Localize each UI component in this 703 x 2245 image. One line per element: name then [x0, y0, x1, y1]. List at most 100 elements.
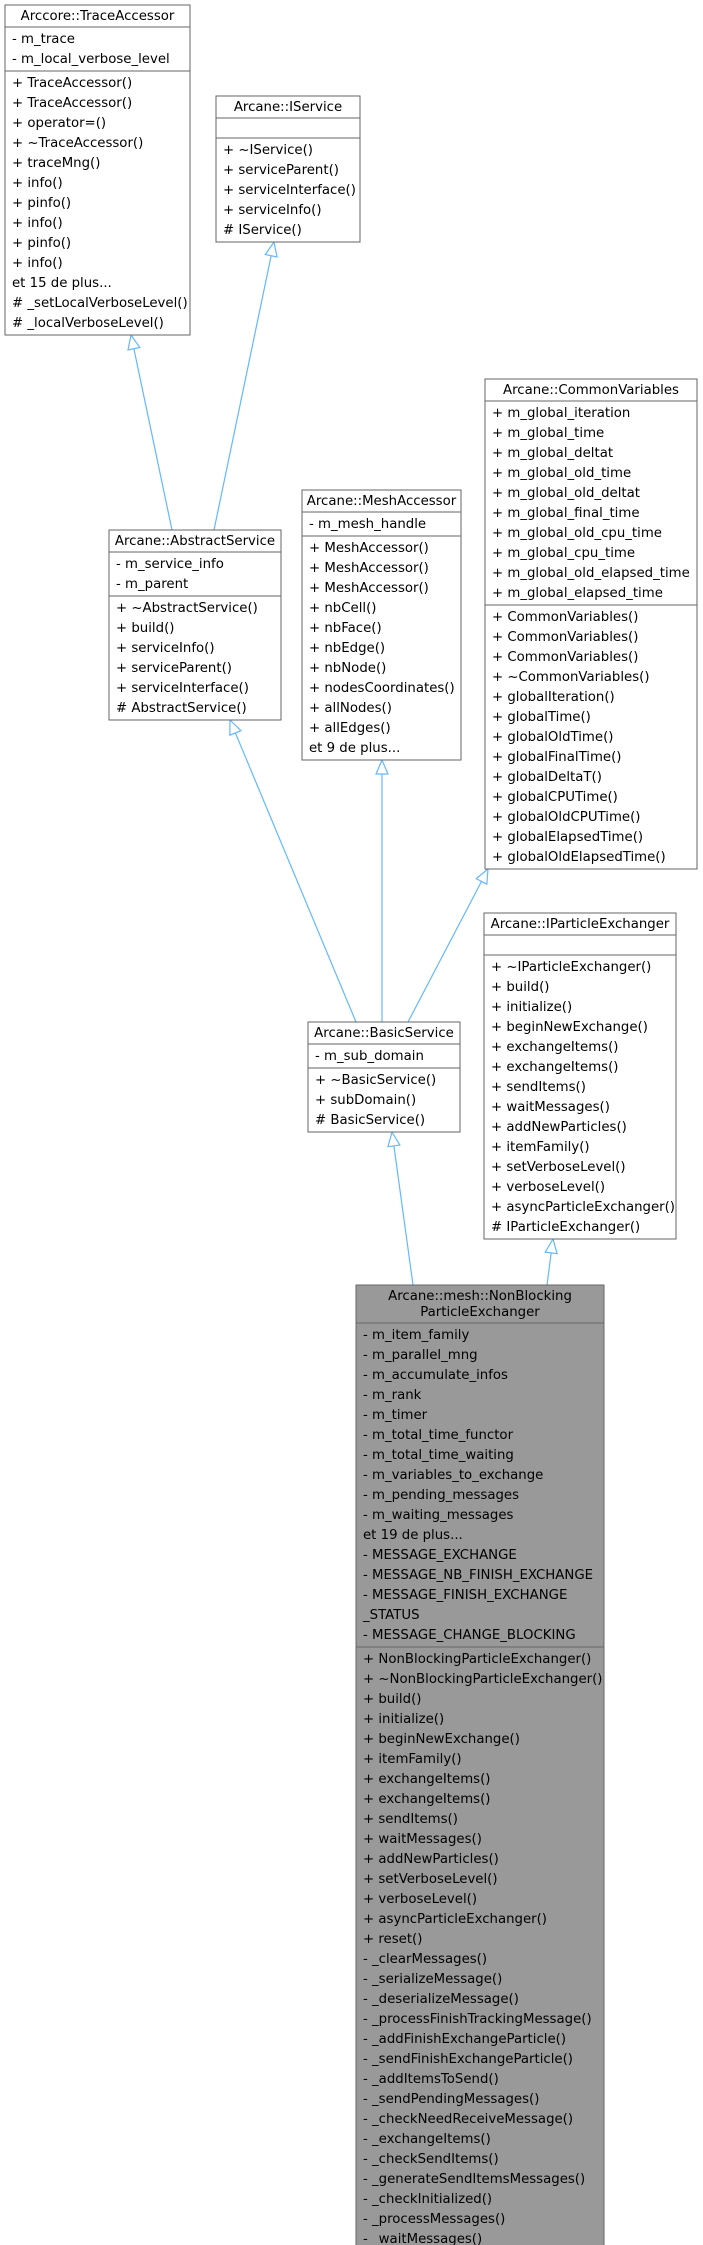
class-operation: + MeshAccessor(): [309, 561, 429, 576]
class-attribute: + m_global_final_time: [492, 506, 640, 521]
class-operation: + ~TraceAccessor(): [12, 136, 143, 151]
class-box-non-blocking[interactable]: Arcane::mesh::NonBlockingParticleExchang…: [355, 1284, 605, 2245]
class-title: Arcane::mesh::NonBlocking: [388, 1289, 572, 1304]
inheritance-arrow: [375, 758, 389, 1022]
class-attribute: - m_rank: [363, 1388, 422, 1403]
class-operation: + CommonVariables(): [492, 650, 638, 665]
class-operation: - _deserializeMessage(): [363, 1992, 519, 2007]
class-operation: + globalOldCPUTime(): [492, 810, 640, 825]
class-title: ParticleExchanger: [420, 1305, 540, 1320]
class-operation: # _setLocalVerboseLevel(): [12, 296, 188, 311]
class-operation: + serviceInterface(): [223, 183, 356, 198]
class-operation: + nbFace(): [309, 621, 382, 636]
class-box-frame: [483, 912, 677, 1240]
class-attribute: _STATUS: [362, 1608, 420, 1623]
class-operation: + nodesCoordinates(): [309, 681, 455, 696]
class-attribute: + m_global_time: [492, 426, 604, 441]
class-operation: - _waitMessages(): [363, 2232, 482, 2245]
class-operation: - _clearMessages(): [363, 1952, 487, 1967]
class-operation: + CommonVariables(): [492, 610, 638, 625]
class-box-basic-service[interactable]: Arcane::BasicService- m_sub_domain+ ~Bas…: [307, 1021, 461, 1133]
class-box-mesh-accessor[interactable]: Arcane::MeshAccessor- m_mesh_handle+ Mes…: [301, 489, 462, 761]
class-operation: + serviceParent(): [223, 163, 339, 178]
class-attribute: - m_item_family: [363, 1328, 469, 1343]
class-attribute: + m_global_old_deltat: [492, 486, 640, 501]
class-operation: + CommonVariables(): [492, 630, 638, 645]
class-attribute: - m_mesh_handle: [309, 517, 426, 532]
class-operation: - _sendPendingMessages(): [363, 2092, 539, 2107]
class-operation: + waitMessages(): [363, 1832, 482, 1847]
class-operation: + addNewParticles(): [363, 1852, 499, 1867]
class-operation: + NonBlockingParticleExchanger(): [363, 1652, 591, 1667]
class-attribute: - m_sub_domain: [315, 1049, 424, 1064]
class-attribute: + m_global_old_time: [492, 466, 631, 481]
class-operation: - _addItemsToSend(): [363, 2072, 499, 2087]
class-operation: + info(): [12, 176, 63, 191]
class-box-common-variables[interactable]: Arcane::CommonVariables+ m_global_iterat…: [484, 378, 698, 870]
class-operation: + pinfo(): [12, 196, 71, 211]
class-operation: + asyncParticleExchanger(): [363, 1912, 547, 1927]
class-operation: + sendItems(): [363, 1812, 458, 1827]
class-box-frame: [108, 529, 282, 721]
class-operation: + initialize(): [491, 1000, 572, 1015]
class-operation: - _generateSendItemsMessages(): [363, 2172, 585, 2187]
class-title: Arccore::TraceAccessor: [21, 9, 175, 24]
class-attribute: - m_waiting_messages: [363, 1508, 514, 1523]
class-attribute: - m_variables_to_exchange: [363, 1468, 543, 1483]
class-operation: + reset(): [363, 1932, 422, 1947]
class-title: Arcane::BasicService: [314, 1026, 454, 1041]
class-operation: + info(): [12, 256, 63, 271]
class-attribute: - MESSAGE_EXCHANGE: [363, 1548, 517, 1563]
class-operation: - _checkNeedReceiveMessage(): [363, 2112, 573, 2127]
inheritance-arrow: [213, 240, 278, 531]
class-operation: - _exchangeItems(): [363, 2132, 491, 2147]
class-operation: et 9 de plus...: [309, 741, 400, 756]
class-box-frame: [4, 4, 191, 336]
class-operation: + allNodes(): [309, 701, 392, 716]
class-operation: + build(): [363, 1692, 421, 1707]
class-operation: - _checkInitialized(): [363, 2192, 492, 2207]
class-operation: + MeshAccessor(): [309, 581, 429, 596]
class-operation: + beginNewExchange(): [491, 1020, 648, 1035]
inheritance-arrow: [544, 1237, 558, 1286]
class-attribute: et 19 de plus...: [363, 1528, 463, 1543]
class-operation: - _processMessages(): [363, 2212, 505, 2227]
class-attribute: - m_pending_messages: [363, 1488, 519, 1503]
class-operation: + initialize(): [363, 1712, 444, 1727]
class-operation: + itemFamily(): [363, 1752, 462, 1767]
class-operation: - _sendFinishExchangeParticle(): [363, 2052, 573, 2067]
class-attribute: - m_parallel_mng: [363, 1348, 478, 1363]
inheritance-arrow: [387, 1130, 414, 1286]
class-attribute: - m_parent: [116, 577, 188, 592]
class-operation: # IService(): [223, 223, 302, 238]
class-box-iparticle-exchanger[interactable]: Arcane::IParticleExchanger+ ~IParticleEx…: [483, 912, 677, 1240]
class-operation: + setVerboseLevel(): [363, 1872, 498, 1887]
class-operation: + globalOldElapsedTime(): [492, 850, 666, 865]
class-operation: + ~CommonVariables(): [492, 670, 650, 685]
class-operation: + itemFamily(): [491, 1140, 590, 1155]
class-attribute: - m_service_info: [116, 557, 224, 572]
class-operation: + serviceInfo(): [223, 203, 322, 218]
class-operation: + verboseLevel(): [491, 1180, 605, 1195]
class-box-trace-accessor[interactable]: Arccore::TraceAccessor- m_trace- m_local…: [4, 4, 191, 336]
class-operation: + nbNode(): [309, 661, 386, 676]
class-attribute: + m_global_cpu_time: [492, 546, 635, 561]
class-attribute: - MESSAGE_NB_FINISH_EXCHANGE: [363, 1568, 593, 1583]
class-operation: + ~IParticleExchanger(): [491, 960, 651, 975]
class-operation: + allEdges(): [309, 721, 391, 736]
class-operation: + waitMessages(): [491, 1100, 610, 1115]
class-operation: + exchangeItems(): [363, 1792, 490, 1807]
class-attribute: + m_global_deltat: [492, 446, 613, 461]
class-operation: - _processFinishTrackingMessage(): [363, 2012, 592, 2027]
class-operation: # BasicService(): [315, 1113, 425, 1128]
class-operation: + globalTime(): [492, 710, 591, 725]
class-box-frame: [301, 489, 462, 761]
class-box-abstract-service[interactable]: Arcane::AbstractService- m_service_info-…: [108, 529, 282, 721]
class-operation: + MeshAccessor(): [309, 541, 429, 556]
class-operation: + ~BasicService(): [315, 1073, 436, 1088]
class-box-iservice[interactable]: Arcane::IService+ ~IService()+ servicePa…: [215, 95, 361, 243]
class-operation: + traceMng(): [12, 156, 100, 171]
class-operation: + globalDeltaT(): [492, 770, 602, 785]
class-boxes: Arccore::TraceAccessor- m_trace- m_local…: [4, 4, 698, 2245]
